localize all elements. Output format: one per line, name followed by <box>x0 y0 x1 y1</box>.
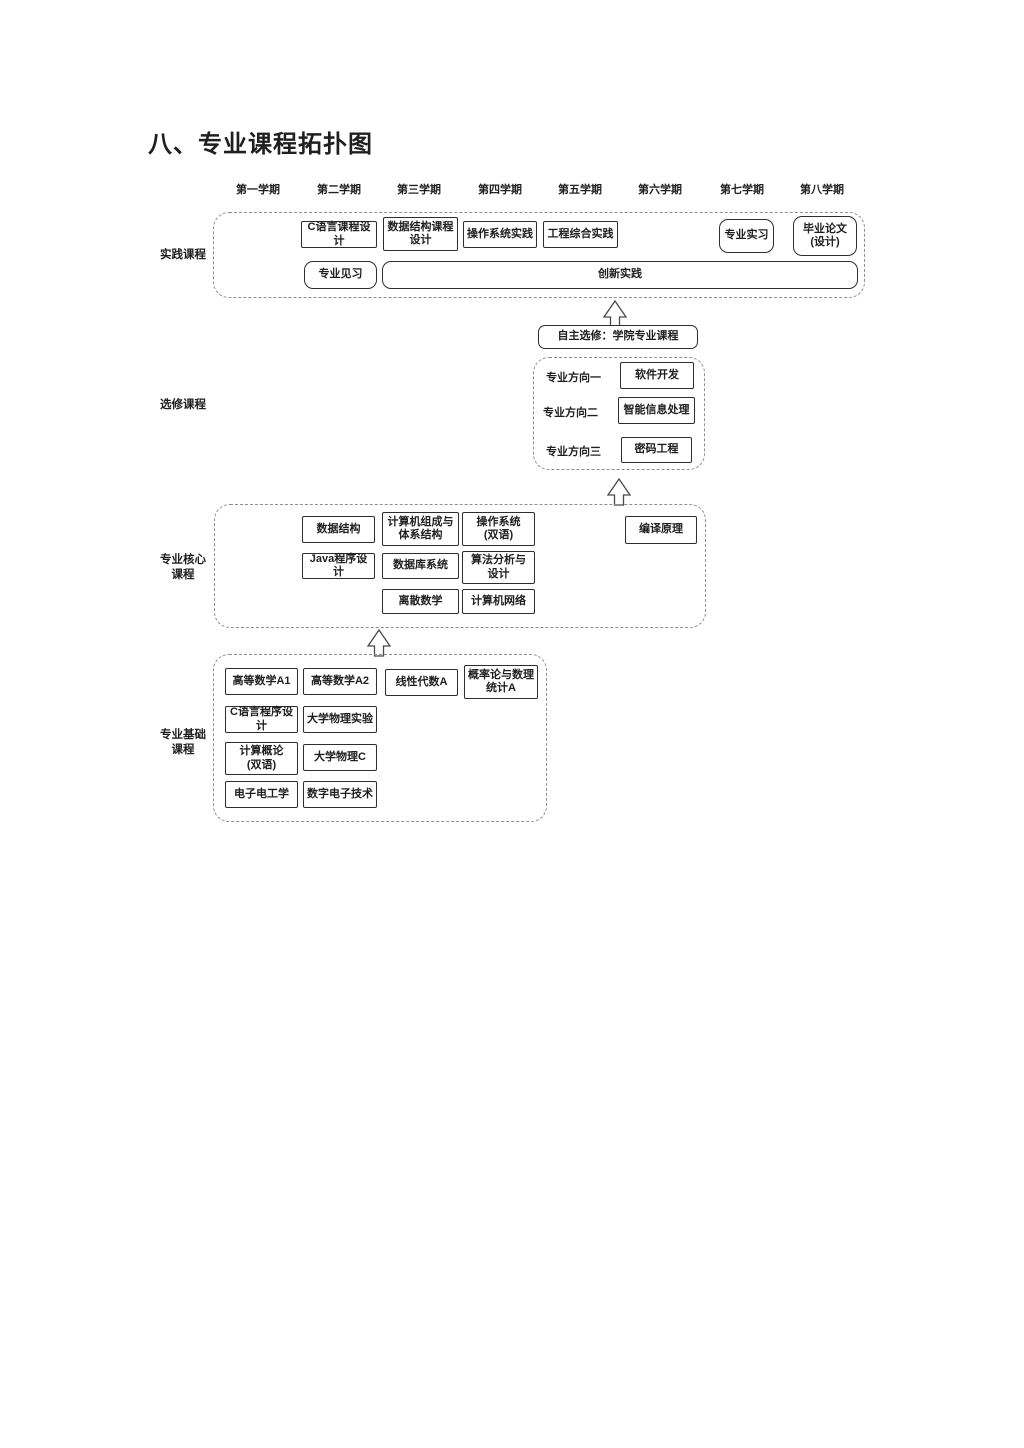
self-select-college-courses-box: 自主选修：学院专业课程 <box>538 325 698 349</box>
course-physics-lab: 大学物理实验 <box>303 706 377 733</box>
course-database-system: 数据库系统 <box>382 553 459 579</box>
practice-container <box>213 212 865 298</box>
course-engineering-comprehensive-practice: 工程综合实践 <box>543 221 618 248</box>
semester-header-6: 第六学期 <box>638 184 682 196</box>
course-field-study: 专业见习 <box>304 261 377 289</box>
course-advanced-math-a2: 高等数学A2 <box>303 668 377 695</box>
course-os-practice: 操作系统实践 <box>463 221 537 248</box>
course-innovation-practice: 创新实践 <box>382 261 858 289</box>
semester-header-5: 第五学期 <box>558 184 602 196</box>
page-title: 八、专业课程拓扑图 <box>148 131 373 158</box>
course-electronics-electrical: 电子电工学 <box>225 781 298 808</box>
course-c-language-course-design: C语言课程设计 <box>301 221 377 248</box>
course-c-programming: C语言程序设计 <box>225 706 298 733</box>
direction3-label: 专业方向三 <box>546 446 601 458</box>
up-arrow-icon <box>366 628 392 662</box>
direction1-label: 专业方向一 <box>546 372 601 384</box>
elective-container <box>533 357 705 470</box>
semester-header-8: 第八学期 <box>800 184 844 196</box>
course-cryptography-engineering: 密码工程 <box>621 437 692 463</box>
course-compiler-principles: 编译原理 <box>625 516 697 544</box>
semester-header-1: 第一学期 <box>236 184 280 196</box>
course-intelligent-info-processing: 智能信息处理 <box>618 397 695 424</box>
course-algorithm-analysis-design: 算法分析与 设计 <box>462 551 535 584</box>
row-label-practice: 实践课程 <box>160 249 206 261</box>
row-label-core: 专业核心 课程 <box>160 554 206 581</box>
semester-header-7: 第七学期 <box>720 184 764 196</box>
semester-header-3: 第三学期 <box>397 184 441 196</box>
row-label-basic: 专业基础 课程 <box>160 729 206 756</box>
course-discrete-math: 离散数学 <box>382 589 459 614</box>
course-advanced-math-a1: 高等数学A1 <box>225 668 298 695</box>
course-physics-c: 大学物理C <box>303 744 377 771</box>
course-graduation-thesis: 毕业论文 (设计) <box>793 216 857 256</box>
course-probability-statistics: 概率论与数理 统计A <box>464 665 538 699</box>
course-data-structure: 数据结构 <box>302 516 375 543</box>
course-digital-electronics: 数字电子技术 <box>303 781 377 808</box>
basic-container <box>213 654 547 822</box>
course-computer-network: 计算机网络 <box>462 589 535 614</box>
course-linear-algebra: 线性代数A <box>385 669 458 696</box>
course-computer-organization: 计算机组成与 体系结构 <box>382 512 459 546</box>
course-software-development: 软件开发 <box>620 362 694 389</box>
semester-header-4: 第四学期 <box>478 184 522 196</box>
direction2-label: 专业方向二 <box>543 407 598 419</box>
course-computing-intro-bilingual: 计算概论 (双语) <box>225 742 298 775</box>
core-container <box>214 504 706 628</box>
semester-header-2: 第二学期 <box>317 184 361 196</box>
row-label-elective: 选修课程 <box>160 399 206 411</box>
course-data-structure-course-design: 数据结构课程 设计 <box>383 217 458 251</box>
up-arrow-icon <box>606 477 632 511</box>
course-os-bilingual: 操作系统 (双语) <box>462 512 535 546</box>
course-java-programming: Java程序设计 <box>302 553 375 579</box>
course-professional-internship: 专业实习 <box>719 219 774 253</box>
